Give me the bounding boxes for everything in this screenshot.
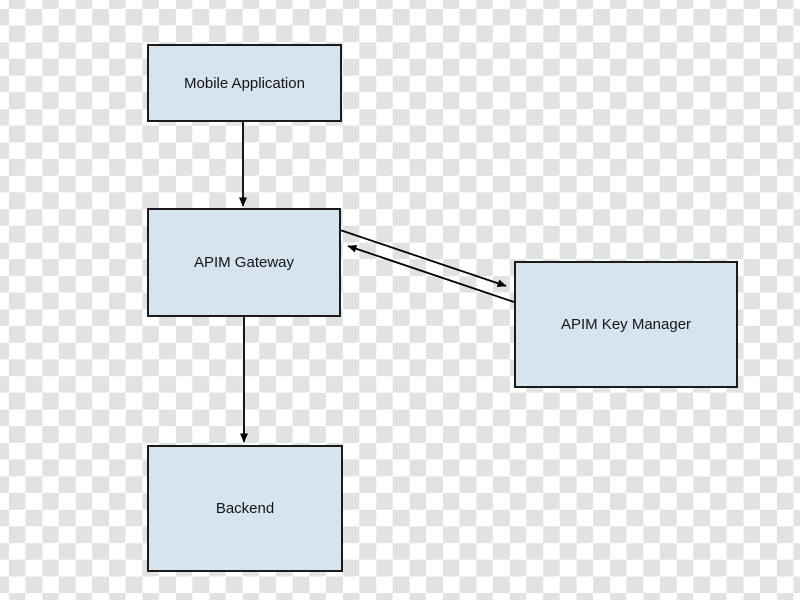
node-mobile-application: Mobile Application xyxy=(147,44,342,122)
node-apim-key-manager: APIM Key Manager xyxy=(514,261,738,388)
node-backend: Backend xyxy=(147,445,343,572)
node-apim-gateway: APIM Gateway xyxy=(147,208,341,317)
node-apim-key-manager-label: APIM Key Manager xyxy=(560,316,692,333)
edge-gateway-to-keymanager xyxy=(339,229,507,288)
node-apim-gateway-label: APIM Gateway xyxy=(193,254,295,271)
node-mobile-application-label: Mobile Application xyxy=(184,74,305,92)
edge-keymanager-to-gateway xyxy=(347,244,518,304)
node-backend-label: Backend xyxy=(215,500,275,517)
